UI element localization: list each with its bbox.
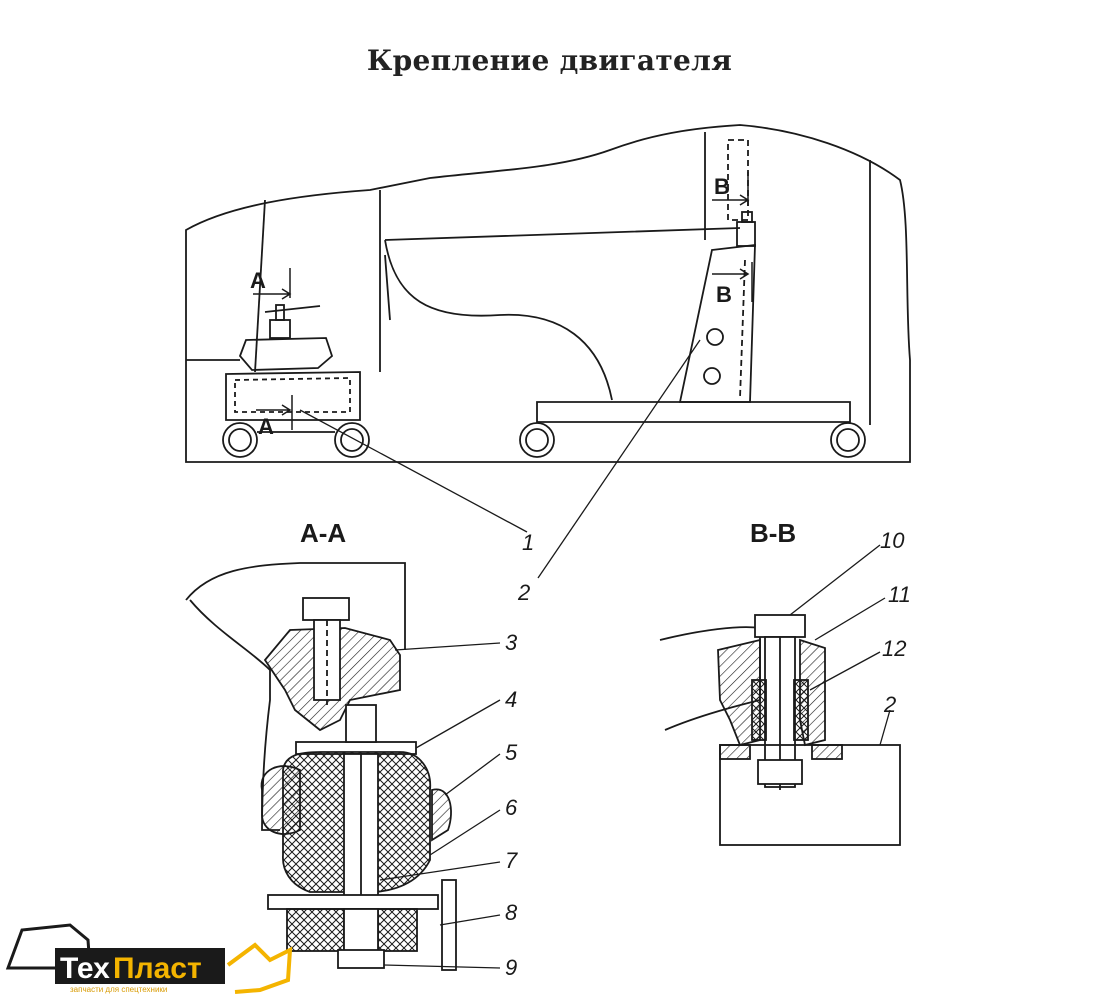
callout-7: 7	[505, 848, 518, 873]
brand-logo: Тех Пласт запчасти для спецтехники	[5, 923, 293, 994]
engine-outline	[185, 124, 911, 463]
section-mark-b-bottom: B	[716, 282, 732, 307]
callout-5: 5	[505, 740, 518, 765]
section-title-aa: A-A	[300, 518, 346, 548]
frame-rail	[536, 401, 851, 423]
svg-text:запчасти для спецтехники: запчасти для спецтехники	[70, 985, 167, 994]
section-mark-b-top: B	[714, 174, 730, 199]
section-mark-a-top: A	[250, 268, 266, 293]
excavator-arm-icon	[226, 942, 293, 994]
callout-8: 8	[505, 900, 518, 925]
callout-6: 6	[505, 795, 518, 820]
callout-2: 2	[517, 580, 530, 605]
callout-10: 10	[880, 528, 905, 553]
front-bracket	[678, 243, 756, 403]
callout-4: 4	[505, 687, 517, 712]
callout-9: 9	[505, 955, 517, 980]
section-title-bb: B-B	[750, 518, 796, 548]
rear-mount	[225, 371, 361, 421]
callout-2-bb: 2	[883, 692, 896, 717]
callout-1: 1	[522, 530, 534, 555]
overall-view	[185, 124, 911, 579]
svg-text:Тех: Тех	[60, 952, 110, 985]
section-bb-drawing	[659, 544, 901, 846]
callout-11: 11	[888, 582, 911, 607]
section-aa-drawing	[185, 562, 501, 971]
callout-12: 12	[882, 636, 906, 661]
section-mark-a-bottom: A	[258, 414, 274, 439]
svg-text:Пласт: Пласт	[113, 952, 202, 985]
page-title: Крепление двигателя	[366, 44, 733, 77]
callout-3: 3	[505, 630, 518, 655]
